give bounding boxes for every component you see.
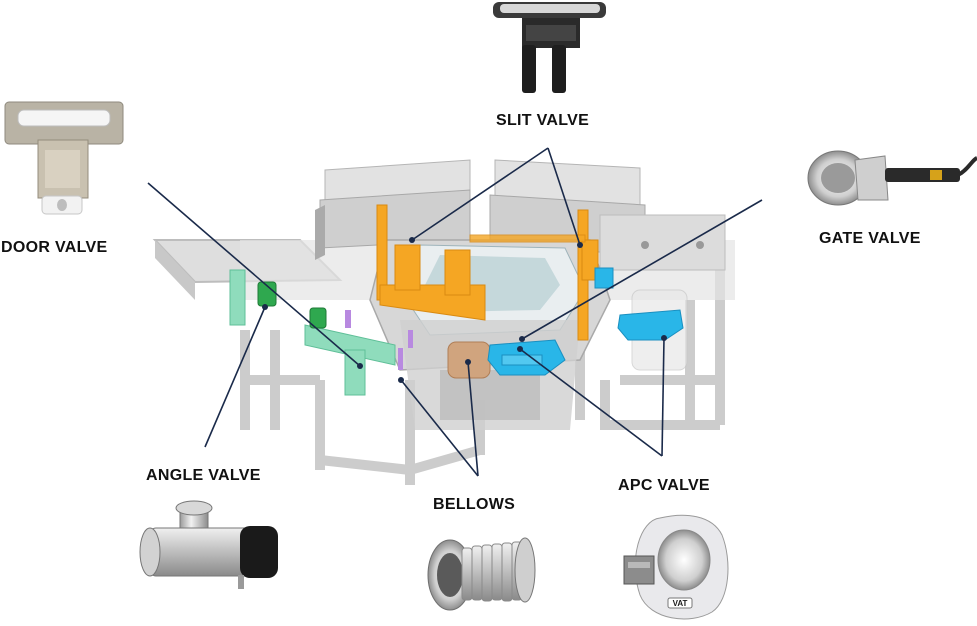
leader-dots (262, 237, 667, 383)
slit-valve-highlight (376, 204, 599, 341)
chamber-lid-left (315, 159, 471, 260)
apc-valve-photo: VAT (623, 514, 729, 620)
gate-valve-photo (807, 150, 977, 206)
process-chamber-assembly (152, 159, 735, 485)
apc-valve-highlight (487, 267, 684, 376)
label-bellows: BELLOWS (433, 496, 516, 513)
door-valve-highlight (229, 269, 396, 396)
angle-valve-photo (139, 500, 278, 589)
label-door-valve: DOOR VALVE (1, 239, 108, 256)
door-valve-photo (4, 101, 124, 215)
angle-valve-highlight (257, 281, 327, 329)
apc-product-logo: VAT (673, 599, 688, 608)
leader-lines (147, 147, 763, 477)
right-frame (599, 214, 726, 371)
slit-valve-photo (493, 2, 606, 93)
label-angle-valve: ANGLE VALVE (146, 467, 261, 484)
label-gate-valve: GATE VALVE (819, 230, 921, 247)
label-apc-valve: APC VALVE (618, 477, 710, 494)
label-slit-valve: SLIT VALVE (496, 112, 590, 129)
bellows-photo (427, 537, 536, 611)
